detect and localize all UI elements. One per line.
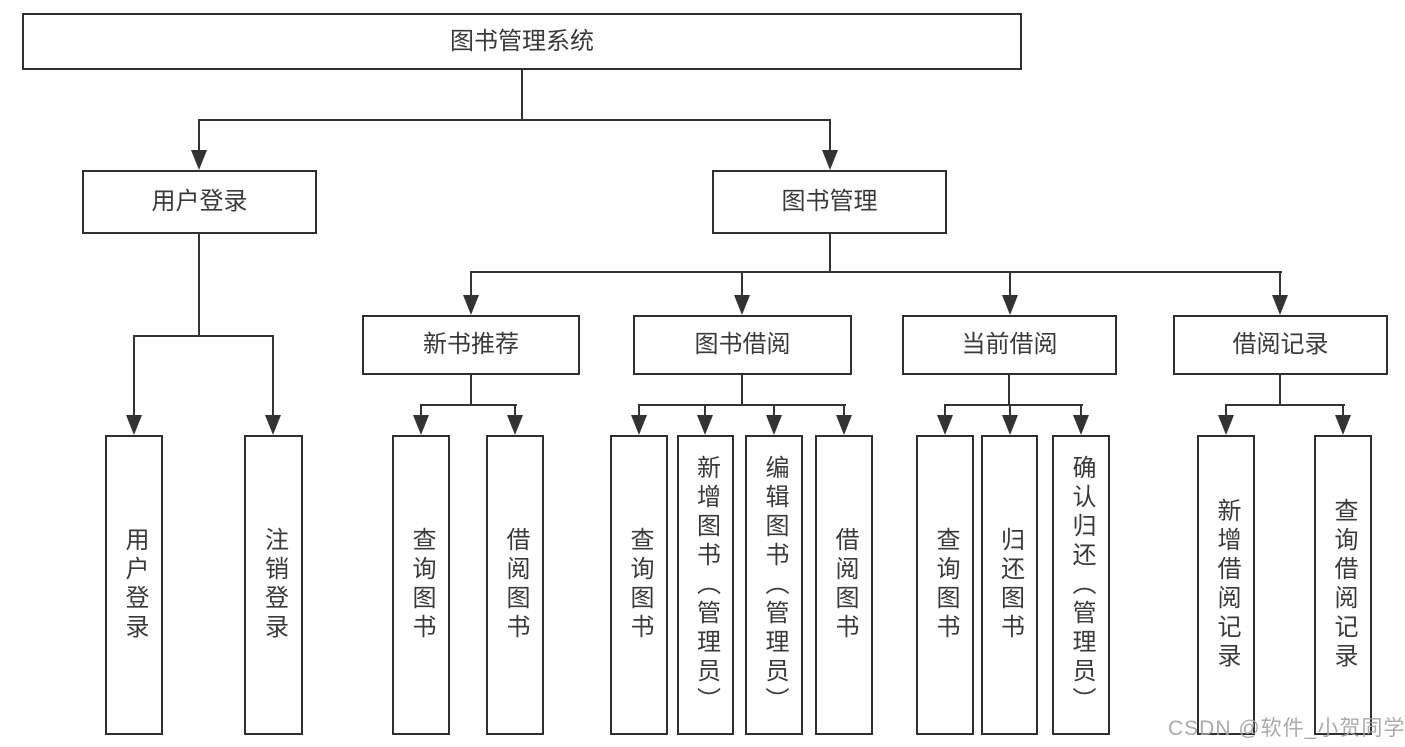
arrow-down-icon xyxy=(734,295,750,315)
arrow-down-icon xyxy=(1335,415,1351,435)
connector-userlogin-rail xyxy=(133,335,274,337)
leaf-nbr-borrow-books: 借阅图书 xyxy=(486,435,544,735)
leaf-nbr-borrow-books-label: 借阅图书 xyxy=(502,527,529,643)
leaf-logout-label: 注销登录 xyxy=(260,527,288,643)
connector-drop-leaf xyxy=(1225,404,1227,417)
connector-bb-rail xyxy=(638,404,846,406)
leaf-br-add-record: 新增借阅记录 xyxy=(1197,435,1255,735)
leaf-nbr-query-books: 查询图书 xyxy=(392,435,450,735)
connector-drop-l3 xyxy=(1009,271,1011,297)
connector-drop-leaf xyxy=(1080,404,1082,417)
arrow-down-icon xyxy=(1002,295,1018,315)
leaf-br-query-record: 查询借阅记录 xyxy=(1314,435,1372,735)
connector-bookmgmt-stem xyxy=(829,234,831,273)
connector-drop-leaf xyxy=(1009,404,1011,417)
leaf-user-login: 用户登录 xyxy=(105,435,163,735)
node-book-mgmt-label: 图书管理 xyxy=(781,188,878,215)
node-root-label: 图书管理系统 xyxy=(450,27,594,55)
connector-drop-l3 xyxy=(470,271,472,297)
leaf-cb-query-books: 查询图书 xyxy=(916,435,974,735)
node-book-borrow-label: 图书借阅 xyxy=(694,331,791,358)
connector-drop-leaf xyxy=(773,404,775,417)
arrow-down-icon xyxy=(191,150,207,170)
leaf-br-query-record-label: 查询借阅记录 xyxy=(1330,498,1357,672)
leaf-br-add-record-label: 新增借阅记录 xyxy=(1213,498,1240,672)
arrow-down-icon xyxy=(697,415,713,435)
node-root: 图书管理系统 xyxy=(22,13,1022,70)
node-borrow-record-label: 借阅记录 xyxy=(1232,331,1329,358)
leaf-bb-edit-books-label: 编辑图书（管理员） xyxy=(761,454,788,716)
arrow-down-icon xyxy=(1272,295,1288,315)
connector-drop-leaf xyxy=(704,404,706,417)
arrow-down-icon xyxy=(265,415,281,435)
connector-drop-leaf xyxy=(420,404,422,417)
leaf-cb-return-books: 归还图书 xyxy=(981,435,1038,735)
connector-br-stem xyxy=(1279,375,1281,406)
node-borrow-record: 借阅记录 xyxy=(1173,315,1388,375)
arrow-down-icon xyxy=(1218,415,1234,435)
connector-nbr-stem xyxy=(470,375,472,406)
connector-cb-stem xyxy=(1008,375,1010,406)
arrow-down-icon xyxy=(126,415,142,435)
connector-bookmgmt-rail xyxy=(470,271,1282,273)
connector-drop-book-mgmt xyxy=(829,119,831,152)
arrow-down-icon xyxy=(937,415,953,435)
arrow-down-icon xyxy=(631,415,647,435)
leaf-cb-return-books-label: 归还图书 xyxy=(996,527,1024,643)
connector-root-stem xyxy=(521,68,523,121)
connector-br-rail xyxy=(1225,404,1345,406)
leaf-bb-query-books: 查询图书 xyxy=(610,435,668,735)
connector-drop-l3 xyxy=(1279,271,1281,297)
connector-drop-leaf xyxy=(133,335,135,417)
leaf-bb-add-books: 新增图书（管理员） xyxy=(677,435,734,735)
arrow-down-icon xyxy=(766,415,782,435)
arrow-down-icon xyxy=(1002,415,1018,435)
leaf-user-login-label: 用户登录 xyxy=(121,527,148,643)
connector-drop-leaf xyxy=(272,335,274,417)
connector-root-rail xyxy=(198,119,831,121)
csdn-watermark: CSDN @软件_小贺同学 xyxy=(1168,717,1405,740)
connector-bb-stem xyxy=(741,375,743,406)
node-user-login-label: 用户登录 xyxy=(151,188,248,215)
leaf-bb-add-books-label: 新增图书（管理员） xyxy=(692,454,720,716)
connector-drop-user-login xyxy=(198,119,200,152)
connector-drop-l3 xyxy=(741,271,743,297)
arrow-down-icon xyxy=(463,295,479,315)
connector-drop-leaf xyxy=(944,404,946,417)
node-user-login: 用户登录 xyxy=(82,170,317,234)
leaf-nbr-query-books-label: 查询图书 xyxy=(408,527,435,643)
arrow-down-icon xyxy=(507,415,523,435)
node-new-book-rec: 新书推荐 xyxy=(362,315,580,375)
leaf-bb-borrow-books-label: 借阅图书 xyxy=(831,527,858,643)
node-book-mgmt: 图书管理 xyxy=(712,170,947,234)
leaf-bb-edit-books: 编辑图书（管理员） xyxy=(745,435,803,735)
node-new-book-rec-label: 新书推荐 xyxy=(423,331,519,358)
arrow-down-icon xyxy=(822,150,838,170)
arrow-down-icon xyxy=(836,415,852,435)
leaf-bb-borrow-books: 借阅图书 xyxy=(815,435,873,735)
node-book-borrow: 图书借阅 xyxy=(633,315,852,375)
arrow-down-icon xyxy=(1073,415,1089,435)
leaf-cb-confirm-return: 确认归还（管理员） xyxy=(1052,435,1110,735)
connector-nbr-rail xyxy=(420,404,517,406)
node-current-borrow: 当前借阅 xyxy=(902,315,1117,375)
leaf-cb-query-books-label: 查询图书 xyxy=(932,527,959,643)
connector-drop-leaf xyxy=(638,404,640,417)
connector-drop-leaf xyxy=(843,404,845,417)
node-current-borrow-label: 当前借阅 xyxy=(961,331,1058,358)
connector-drop-leaf xyxy=(514,404,516,417)
leaf-cb-confirm-return-label: 确认归还（管理员） xyxy=(1068,454,1095,716)
leaf-logout: 注销登录 xyxy=(244,435,303,735)
connector-drop-leaf xyxy=(1342,404,1344,417)
arrow-down-icon xyxy=(413,415,429,435)
connector-cb-rail xyxy=(944,404,1083,406)
connector-userlogin-stem xyxy=(198,234,200,337)
leaf-bb-query-books-label: 查询图书 xyxy=(626,527,653,643)
